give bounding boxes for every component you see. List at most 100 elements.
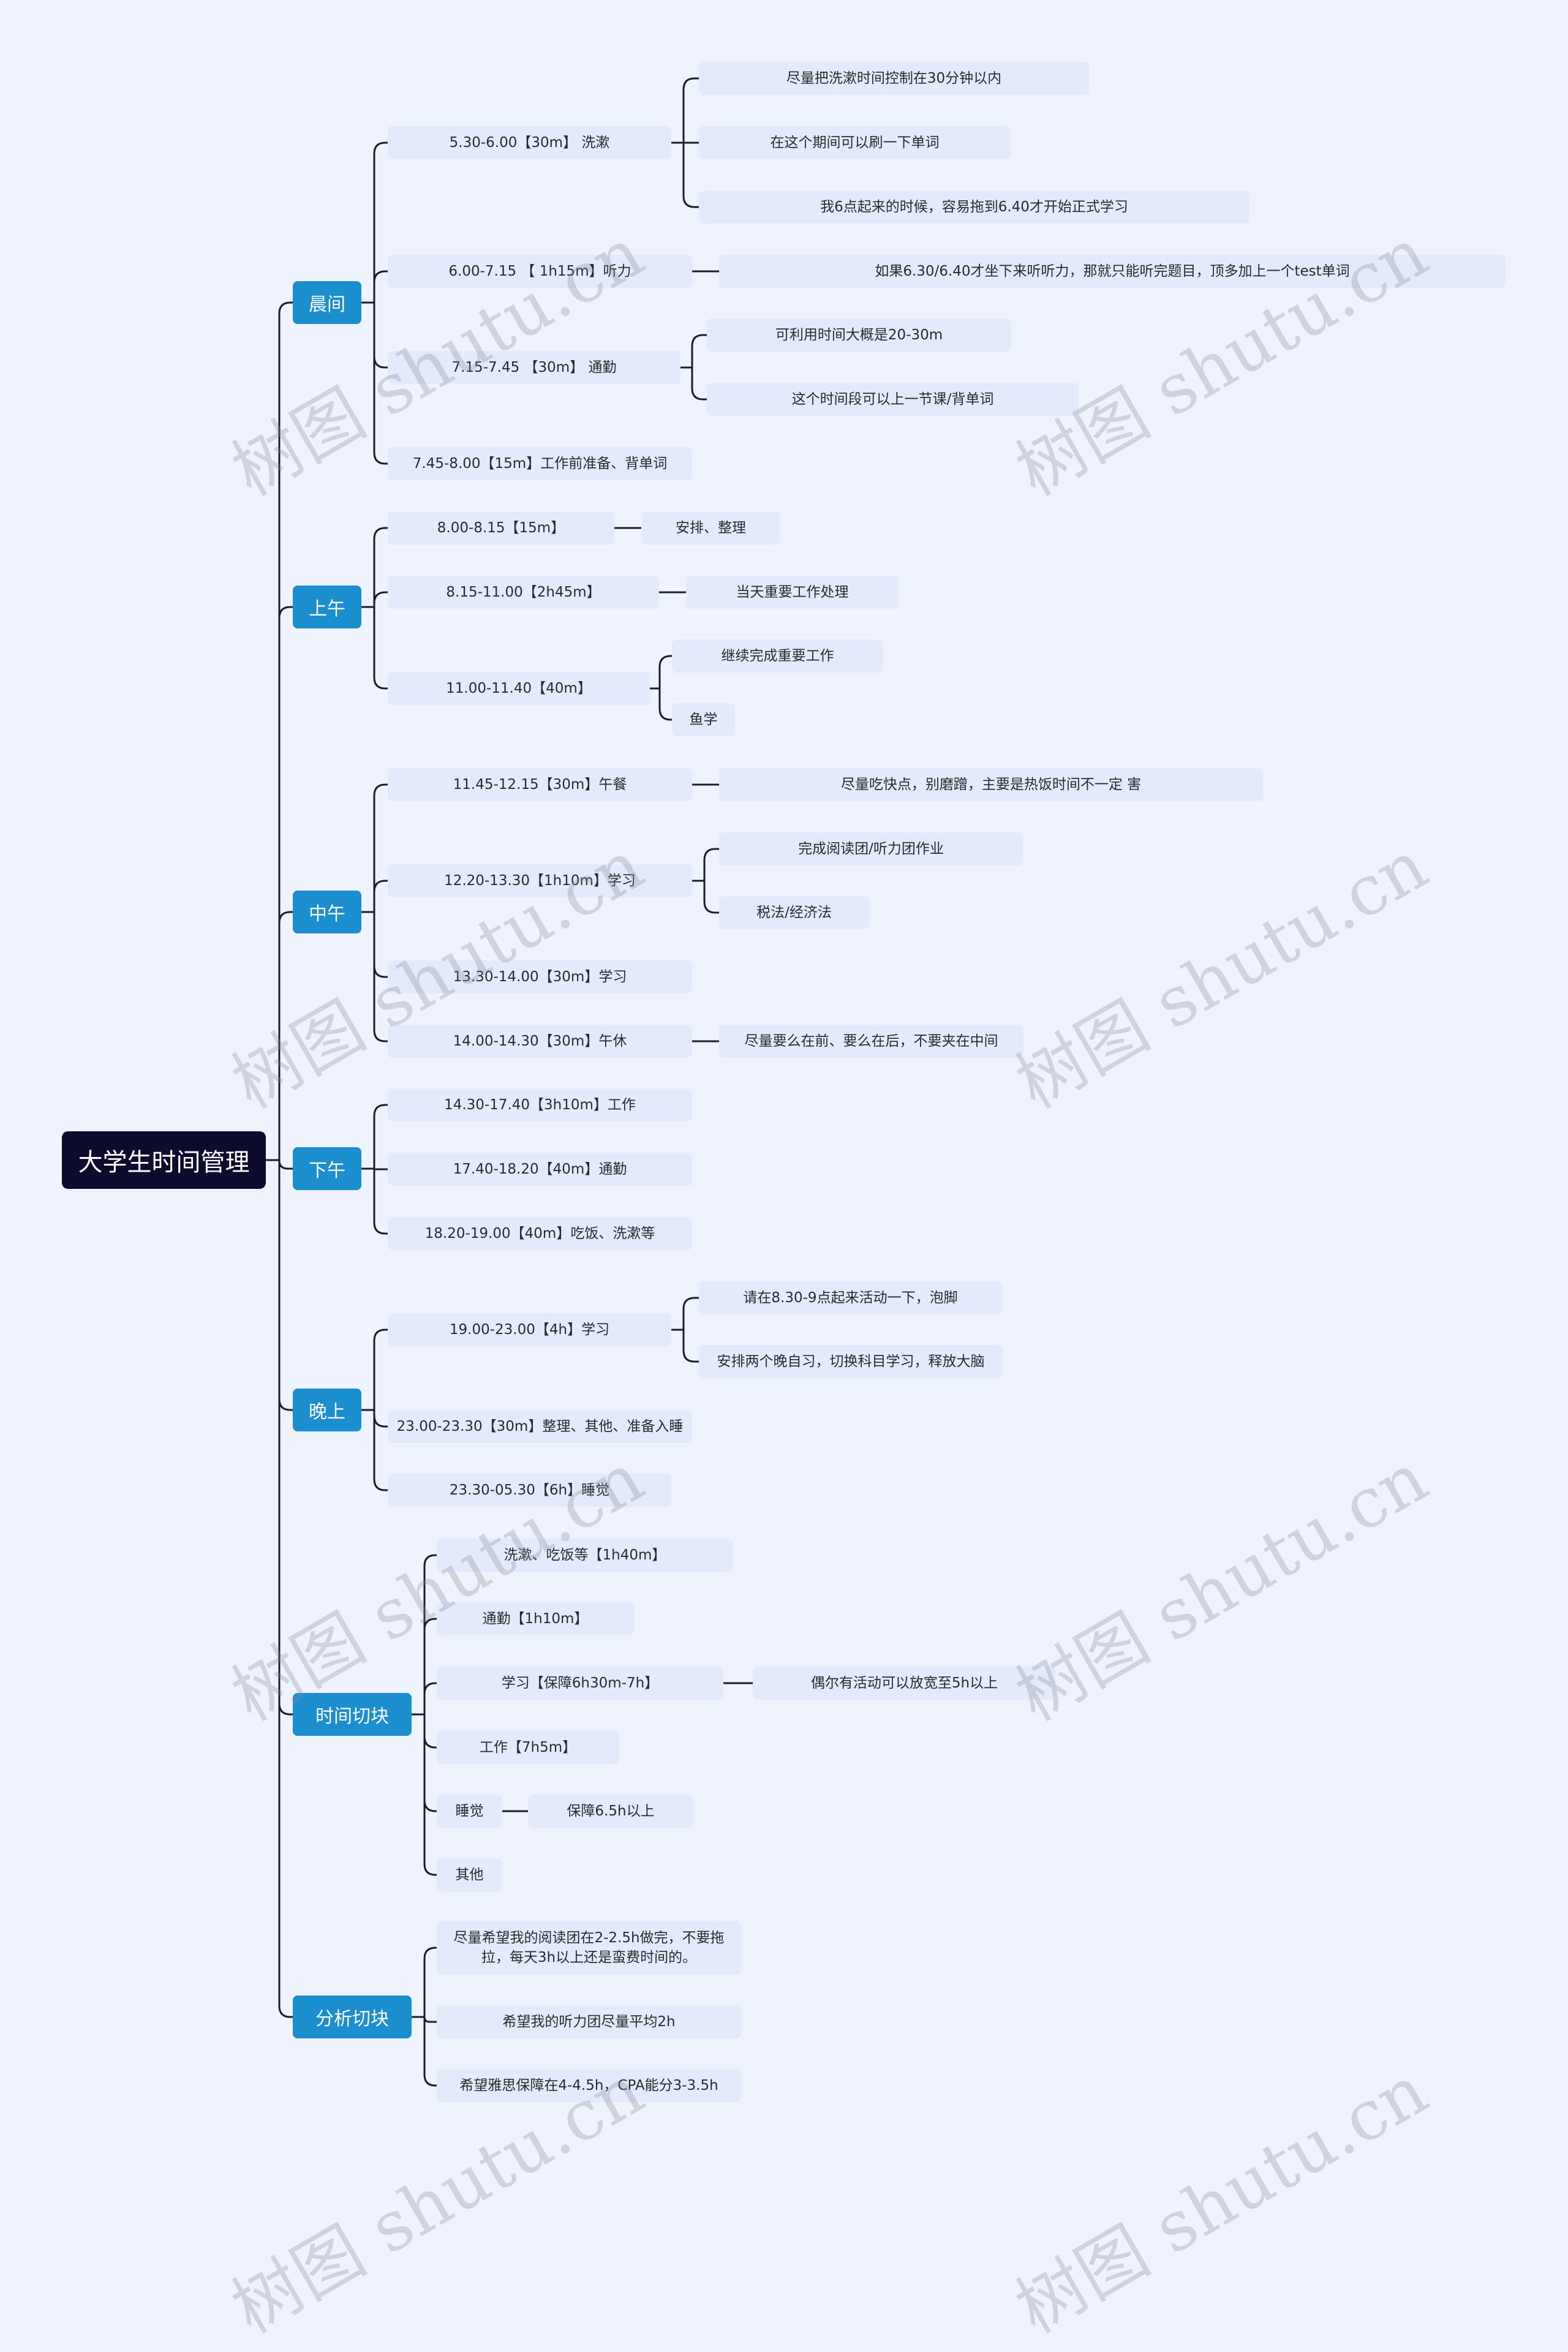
branch-2[interactable]: 上午 bbox=[293, 586, 361, 628]
branch-1-item-3-label: 7.15-7.45 【30m】 通勤 bbox=[451, 360, 617, 375]
branch-3[interactable]: 中午 bbox=[293, 891, 361, 933]
branch-1-item-2-label: 6.00-7.15 【 1h15m】听力 bbox=[448, 263, 631, 279]
branch-2-item-1-note-1[interactable]: 安排、整理 bbox=[641, 511, 780, 545]
connector-line bbox=[373, 606, 389, 690]
branch-3-item-2-note-1[interactable]: 完成阅读团/听力团作业 bbox=[719, 832, 1023, 865]
connector-line bbox=[373, 1409, 389, 1491]
branch-6-item-1[interactable]: 洗漱、吃饭等【1h40m】 bbox=[437, 1539, 733, 1572]
connector-lines bbox=[265, 77, 754, 2087]
connector-line bbox=[278, 911, 294, 1161]
branch-3-item-4-label: 14.00-14.30【30m】午休 bbox=[453, 1033, 627, 1049]
branch-2-item-2[interactable]: 8.15-11.00【2h45m】 bbox=[388, 576, 659, 609]
branch-1-item-2-note-1[interactable]: 如果6.30/6.40才坐下来听听力，那就只能听完题目，顶多加上一个test单词 bbox=[719, 255, 1506, 288]
root-topic[interactable]: 大学生时间管理 bbox=[62, 1131, 266, 1189]
branch-1-item-2[interactable]: 6.00-7.15 【 1h15m】听力 bbox=[388, 255, 692, 288]
connector-line bbox=[423, 1554, 438, 1716]
mindmap-canvas: 大学生时间管理 晨间 5.30-6.00【30m】 洗漱 尽量把洗漱时间控制在30分钟… bbox=[62, 62, 1506, 2349]
branch-4-item-3[interactable]: 18.20-19.00【40m】吃饭、洗漱等 bbox=[388, 1217, 692, 1250]
connector-line bbox=[373, 141, 389, 304]
connector-line bbox=[658, 655, 673, 690]
connector-line bbox=[373, 783, 389, 913]
connector-line bbox=[278, 1159, 294, 1411]
branch-3-item-1[interactable]: 11.45-12.15【30m】午餐 bbox=[388, 768, 692, 801]
connector-line bbox=[373, 1329, 389, 1411]
connector-line bbox=[682, 77, 700, 144]
branch-5-label: 晚上 bbox=[309, 1401, 345, 1423]
branch-2-item-1-label: 8.00-8.15【15m】 bbox=[437, 520, 565, 536]
branch-6-item-2-label: 通勤【1h10m】 bbox=[482, 1611, 589, 1627]
branch-2-item-1[interactable]: 8.00-8.15【15m】 bbox=[388, 511, 614, 545]
branch-1-item-1[interactable]: 5.30-6.00【30m】 洗漱 bbox=[388, 126, 671, 159]
connector-line bbox=[373, 911, 389, 978]
branch-5-item-2[interactable]: 23.00-23.30【30m】整理、其他、准备入睡 bbox=[388, 1410, 692, 1443]
branch-1-item-3-note-1-label: 可利用时间大概是20-30m bbox=[775, 327, 943, 343]
connector-line bbox=[658, 687, 673, 721]
branch-3-item-4-note-1-label: 尽量要么在前、要么在后，不要夹在中间 bbox=[744, 1033, 998, 1049]
branch-6-item-3-note-1[interactable]: 偶尔有活动可以放宽至5h以上 bbox=[753, 1667, 1056, 1700]
connector-line bbox=[373, 911, 389, 1042]
connector-line bbox=[373, 591, 389, 608]
connector-line bbox=[278, 1159, 294, 1170]
branch-7-item-2-label: 希望我的听力团尽量平均2h bbox=[502, 2014, 676, 2030]
branch-2-item-3-note-1[interactable]: 继续完成重要工作 bbox=[672, 639, 883, 673]
branch-4-item-1[interactable]: 14.30-17.40【3h10m】工作 bbox=[388, 1088, 692, 1121]
branch-6-item-5-note-1[interactable]: 保障6.5h以上 bbox=[528, 1795, 693, 1828]
branch-6-item-6[interactable]: 其他 bbox=[437, 1858, 502, 1891]
branch-6[interactable]: 时间切块 bbox=[293, 1693, 412, 1736]
branch-1-item-1-note-1[interactable]: 尽量把洗漱时间控制在30分钟以内 bbox=[699, 62, 1089, 95]
branch-1-item-4[interactable]: 7.45-8.00【15m】工作前准备、背单词 bbox=[388, 447, 692, 480]
branch-6-item-5[interactable]: 睡觉 bbox=[437, 1795, 502, 1828]
branch-1-item-3-note-2[interactable]: 这个时间段可以上一节课/背单词 bbox=[707, 383, 1079, 416]
connector-line bbox=[682, 1329, 700, 1363]
branch-6-item-4[interactable]: 工作【7h5m】 bbox=[437, 1731, 619, 1764]
branch-6-label: 时间切块 bbox=[315, 1706, 389, 1727]
branch-5[interactable]: 晚上 bbox=[293, 1389, 361, 1431]
connector-line bbox=[278, 301, 294, 1161]
branch-5-item-1-note-2[interactable]: 安排两个晚自习，切换科目学习，释放大脑 bbox=[699, 1345, 1003, 1378]
branch-4-item-2[interactable]: 17.40-18.20【40m】通勤 bbox=[388, 1153, 692, 1186]
branch-2-item-2-note-1-label: 当天重要工作处理 bbox=[736, 584, 849, 600]
branch-5-item-1-note-1[interactable]: 请在8.30-9点起来活动一下，泡脚 bbox=[699, 1281, 1002, 1314]
branch-1[interactable]: 晨间 bbox=[293, 281, 361, 324]
branch-4-label: 下午 bbox=[309, 1160, 345, 1182]
branch-4[interactable]: 下午 bbox=[293, 1147, 361, 1190]
branch-5-item-1-note-1-label: 请在8.30-9点起来活动一下，泡脚 bbox=[743, 1290, 958, 1306]
connector-line bbox=[423, 1713, 438, 1749]
branch-7[interactable]: 分析切块 bbox=[293, 1996, 412, 2038]
branch-2-item-3-note-2[interactable]: 鱼学 bbox=[672, 703, 735, 736]
branch-2-item-2-note-1[interactable]: 当天重要工作处理 bbox=[686, 576, 899, 609]
branch-1-item-1-note-3[interactable]: 我6点起来的时候，容易拖到6.40才开始正式学习 bbox=[699, 190, 1250, 224]
branch-3-item-1-label: 11.45-12.15【30m】午餐 bbox=[453, 777, 627, 793]
branch-3-item-1-note-1-label: 尽量吃快点，别磨蹭，主要是热饭时间不一定 害 bbox=[840, 777, 1142, 793]
branch-3-item-1-note-1[interactable]: 尽量吃快点，别磨蹭，主要是热饭时间不一定 害 bbox=[719, 768, 1263, 801]
branch-3-item-3[interactable]: 13.30-14.00【30m】学习 bbox=[388, 960, 692, 993]
branch-2-label: 上午 bbox=[309, 598, 345, 620]
branch-2-item-3-label: 11.00-11.40【40m】 bbox=[446, 680, 592, 696]
branch-5-item-3[interactable]: 23.30-05.30【6h】睡觉 bbox=[388, 1474, 671, 1507]
branch-3-item-2[interactable]: 12.20-13.30【1h10m】学习 bbox=[388, 864, 692, 897]
branch-3-item-4-note-1[interactable]: 尽量要么在前、要么在后，不要夹在中间 bbox=[719, 1025, 1023, 1058]
branch-5-item-1-label: 19.00-23.00【4h】学习 bbox=[449, 1322, 610, 1338]
branch-3-item-2-note-2[interactable]: 税法/经济法 bbox=[719, 896, 869, 929]
branch-5-item-1-note-2-label: 安排两个晚自习，切换科目学习，释放大脑 bbox=[717, 1354, 985, 1370]
connector-line bbox=[423, 2016, 438, 2023]
branch-3-item-2-label: 12.20-13.30【1h10m】学习 bbox=[444, 873, 636, 889]
connector-line bbox=[373, 270, 389, 304]
branch-2-item-2-label: 8.15-11.00【2h45m】 bbox=[446, 584, 601, 600]
branch-5-item-1[interactable]: 19.00-23.00【4h】学习 bbox=[388, 1313, 671, 1346]
branch-2-item-3[interactable]: 11.00-11.40【40m】 bbox=[388, 672, 650, 705]
connector-line bbox=[373, 301, 389, 465]
branch-6-item-3[interactable]: 学习【保障6h30m-7h】 bbox=[437, 1667, 723, 1700]
branch-6-item-2[interactable]: 通勤【1h10m】 bbox=[437, 1602, 634, 1635]
connector-line bbox=[278, 1159, 294, 2018]
branch-7-item-3[interactable]: 希望雅思保障在4-4.5h，CPA能分3-3.5h bbox=[437, 2069, 741, 2102]
branch-1-item-1-note-2[interactable]: 在这个期间可以刷一下单词 bbox=[699, 126, 1011, 159]
branch-7-item-1[interactable]: 尽量希望我的阅读团在2-2.5h做完，不要拖拉，每天3h以上还是蛮费时间的。 bbox=[437, 1921, 741, 1975]
branch-3-item-3-label: 13.30-14.00【30m】学习 bbox=[453, 969, 627, 985]
branch-1-item-3[interactable]: 7.15-7.45 【30m】 通勤 bbox=[388, 351, 680, 384]
branch-1-item-1-note-2-label: 在这个期间可以刷一下单词 bbox=[770, 135, 940, 151]
branch-1-item-1-label: 5.30-6.00【30m】 洗漱 bbox=[449, 135, 610, 151]
branch-7-item-2[interactable]: 希望我的听力团尽量平均2h bbox=[437, 2005, 741, 2038]
branch-1-item-3-note-1[interactable]: 可利用时间大概是20-30m bbox=[707, 318, 1011, 352]
branch-3-item-4[interactable]: 14.00-14.30【30m】午休 bbox=[388, 1025, 692, 1058]
